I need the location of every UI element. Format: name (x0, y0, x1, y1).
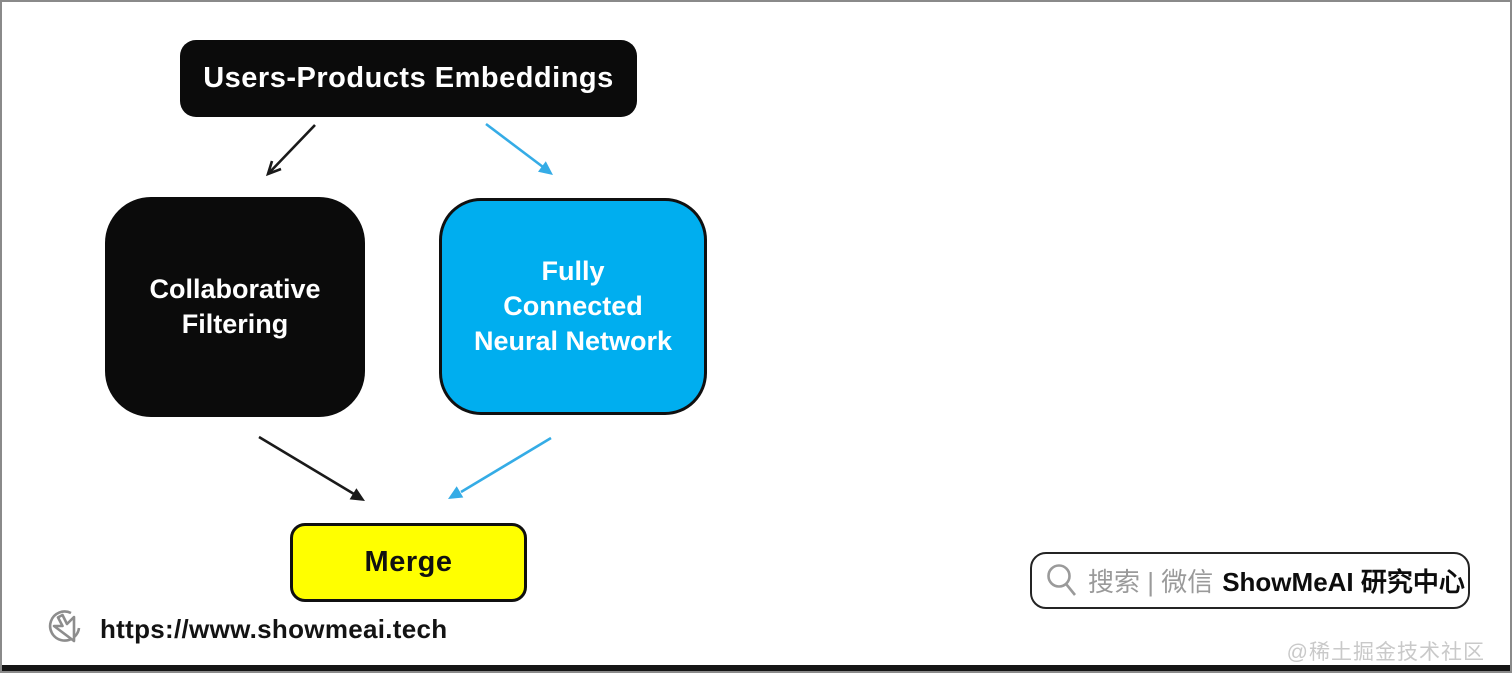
node-label-line: Collaborative (149, 273, 321, 304)
search-icon (1047, 563, 1077, 596)
search-banner-prefix: 搜索 | 微信 (1088, 567, 1214, 597)
click-cursor-icon (48, 610, 81, 643)
arrow-embeddings-to-collaborative-filtering (265, 124, 316, 177)
node-collaborative-filtering: Collaborative Filtering (105, 197, 365, 417)
wechat-search-banner: 搜索 | 微信 ShowMeAI 研究中心 (1030, 552, 1470, 609)
node-users-products-embeddings: Users-Products Embeddings (180, 40, 637, 117)
arrow-embeddings-to-fcnn (485, 122, 553, 175)
node-label-line: Neural Network (473, 326, 673, 357)
bottom-border-bar (2, 665, 1510, 671)
arrow-collaborative-filtering-to-merge (258, 435, 365, 501)
footer-url-row: https://www.showmeai.tech (40, 604, 447, 654)
node-label-line: Connected (503, 290, 643, 321)
community-watermark: @稀土掘金技术社区 (1286, 641, 1485, 664)
node-fully-connected-neural-network: Fully Connected Neural Network (439, 198, 707, 415)
search-banner-brand: ShowMeAI 研究中心 (1222, 567, 1465, 597)
arrow-fcnn-to-merge (448, 436, 552, 499)
node-merge: Merge (290, 523, 527, 602)
node-label-line: Fully (541, 255, 605, 286)
site-url-text: https://www.showmeai.tech (100, 613, 448, 644)
node-label: Merge (364, 546, 453, 578)
node-label-line: Filtering (181, 309, 289, 339)
node-label: Users-Products Embeddings (203, 62, 614, 94)
